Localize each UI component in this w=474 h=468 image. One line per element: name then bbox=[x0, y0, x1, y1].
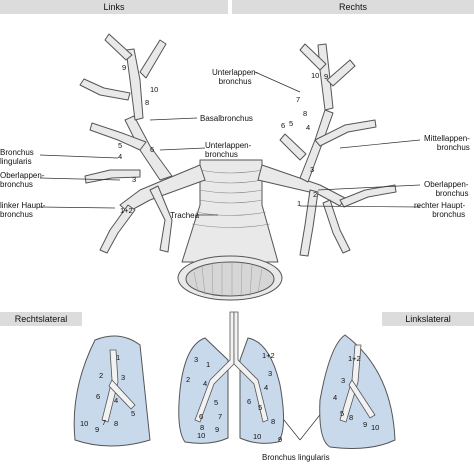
seg-lr-3: 6 bbox=[96, 392, 101, 401]
label-trachea: Trachea bbox=[170, 211, 200, 220]
header-rechtslateral: Rechtslateral bbox=[0, 312, 82, 326]
seg-fl-3: 4 bbox=[203, 379, 208, 388]
seg-mr-8: 2 bbox=[313, 190, 318, 199]
seg-fl-6: 7 bbox=[218, 412, 223, 421]
label-linker-haupt: linker Haupt- bronchus bbox=[0, 201, 45, 219]
label-rechter-haupt: rechter Haupt- bronchus bbox=[414, 201, 465, 219]
seg-fr-5: 8 bbox=[271, 417, 276, 426]
label-bronchus-lingularis: Bronchus lingularis bbox=[0, 148, 34, 166]
label-ml-bottom: bronchus bbox=[436, 143, 470, 152]
small-airways bbox=[101, 311, 376, 423]
label-unterlappen-bottom: bronchus bbox=[218, 77, 252, 86]
seg-mr-5: 5 bbox=[289, 119, 294, 128]
label-oberlappen-left: Oberlappen- bronchus bbox=[0, 171, 44, 189]
seg-mr-6: 4 bbox=[306, 123, 311, 132]
seg-lr-9: 8 bbox=[114, 419, 119, 428]
seg-mr-0: 10 bbox=[311, 71, 320, 80]
label-rh-top: rechter Haupt- bbox=[414, 201, 466, 210]
seg-lr-1: 2 bbox=[99, 371, 104, 380]
seg-ml-0: 9 bbox=[122, 63, 127, 72]
seg-ml-5: 6 bbox=[150, 145, 155, 154]
seg-mr-2: 7 bbox=[296, 95, 301, 104]
leader-lines bbox=[39, 71, 421, 441]
seg-ml-2: 8 bbox=[145, 98, 150, 107]
label-unterlappen2: Unterlappen- bronchus bbox=[205, 141, 251, 159]
seg-fl-7: 8 bbox=[200, 423, 205, 432]
seg-ml-4: 4 bbox=[118, 152, 123, 161]
label-basalbronchus: Basalbronchus bbox=[200, 114, 253, 123]
lung-front-left bbox=[178, 337, 229, 444]
seg-lr-0: 1 bbox=[116, 353, 121, 362]
seg-ll-1: 3 bbox=[341, 376, 346, 385]
seg-lr-4: 4 bbox=[114, 396, 119, 405]
seg-lr-2: 3 bbox=[121, 373, 126, 382]
label-bronchus-lingularis-bottom: Bronchus lingularis bbox=[262, 453, 330, 462]
seg-fr-4: 6 bbox=[247, 397, 252, 406]
seg-lr-6: 10 bbox=[80, 419, 89, 428]
seg-fr-0: 1+2 bbox=[262, 351, 275, 360]
seg-mr-4: 6 bbox=[281, 121, 286, 130]
label-bl-top: Bronchus bbox=[0, 148, 34, 157]
seg-ll-2: 4 bbox=[333, 393, 338, 402]
lung-front-right bbox=[239, 337, 284, 444]
seg-ml-7: 1+2 bbox=[120, 206, 133, 215]
seg-mr-1: 9 bbox=[324, 72, 329, 81]
label-unterlappen2-top: Unterlappen- bbox=[205, 141, 252, 150]
seg-mr-7: 3 bbox=[310, 165, 315, 174]
seg-ll-4: 8 bbox=[349, 413, 354, 422]
label-unterlappen-top: Unterlappen- bbox=[212, 68, 259, 77]
seg-fl-9: 10 bbox=[197, 431, 206, 440]
seg-fl-4: 5 bbox=[214, 398, 219, 407]
seg-lr-7: 7 bbox=[102, 418, 107, 427]
seg-ll-5: 9 bbox=[363, 420, 368, 429]
label-lh-bottom: bronchus bbox=[0, 210, 33, 219]
seg-mr-9: 1 bbox=[297, 199, 302, 208]
label-unterlappen-bronchus: Unterlappen- bronchus bbox=[212, 68, 258, 86]
seg-lr-8: 9 bbox=[95, 425, 100, 434]
seg-ml-6: 3 bbox=[132, 175, 137, 184]
label-mittellappen: Mittellappen- bronchus bbox=[424, 134, 470, 152]
label-or-top: Oberlappen- bbox=[424, 180, 469, 189]
header-links: Links bbox=[0, 0, 228, 14]
seg-fl-1: 2 bbox=[186, 375, 191, 384]
label-ol-bottom: bronchus bbox=[0, 180, 33, 189]
seg-fr-1: 3 bbox=[268, 369, 273, 378]
seg-lr-5: 5 bbox=[131, 409, 136, 418]
main-bronchial-tree bbox=[79, 33, 397, 301]
seg-fr-7: 10 bbox=[253, 432, 262, 441]
label-rh-bottom: bronchus bbox=[432, 210, 466, 219]
seg-fr-2: 4 bbox=[264, 383, 269, 392]
seg-ml-1: 10 bbox=[150, 85, 159, 94]
seg-ll-0: 1+2 bbox=[348, 354, 361, 363]
label-or-bottom: bronchus bbox=[435, 189, 469, 198]
seg-fr-3: 5 bbox=[258, 403, 263, 412]
label-ml-top: Mittellappen- bbox=[424, 134, 470, 143]
seg-ll-6: 10 bbox=[371, 423, 380, 432]
seg-ml-3: 5 bbox=[118, 141, 123, 150]
seg-mr-3: 8 bbox=[303, 109, 308, 118]
seg-ll-3: 5 bbox=[340, 409, 345, 418]
seg-fl-2: 1 bbox=[206, 360, 211, 369]
header-rechts: Rechts bbox=[232, 0, 474, 14]
label-bl-bottom: lingularis bbox=[0, 157, 32, 166]
seg-fl-5: 6 bbox=[199, 412, 204, 421]
seg-fl-8: 9 bbox=[215, 425, 220, 434]
label-unterlappen2-bottom: bronchus bbox=[205, 150, 238, 159]
label-lh-top: linker Haupt- bbox=[0, 201, 46, 210]
label-ol-top: Oberlappen- bbox=[0, 171, 45, 180]
header-linkslateral: Linkslateral bbox=[382, 312, 474, 326]
seg-fr-6: 9 bbox=[278, 435, 283, 444]
label-oberlappen-right: Oberlappen- bronchus bbox=[424, 180, 468, 198]
seg-fl-0: 3 bbox=[194, 355, 199, 364]
